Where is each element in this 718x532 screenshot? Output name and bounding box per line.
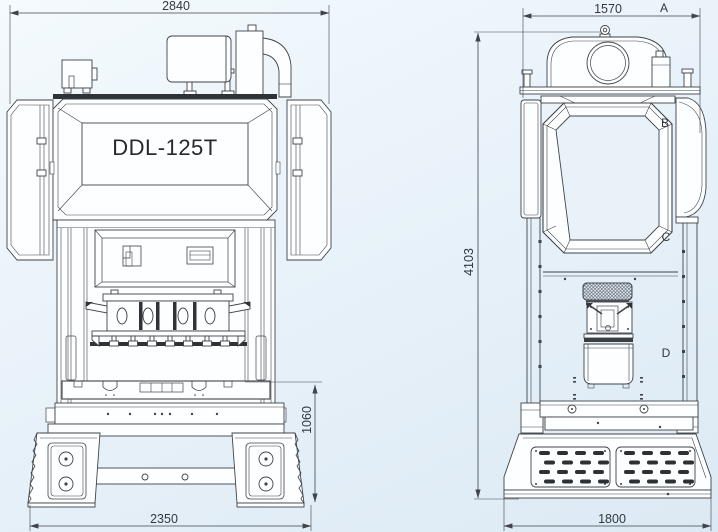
front-foot-left [27, 432, 101, 508]
die-clamps [109, 335, 230, 347]
side-frame [542, 102, 673, 254]
vent-panel-right [615, 446, 696, 488]
dim-1060-label: 1060 [300, 406, 314, 434]
front-main-motor [166, 24, 292, 98]
vent-slots [539, 451, 694, 484]
front-pod-right [286, 99, 332, 261]
side-front-column [520, 99, 544, 434]
front-columns [56, 219, 276, 405]
front-foot-right [231, 432, 305, 508]
flywheel [586, 41, 630, 85]
front-junction-box [61, 59, 98, 94]
front-dim-table-height: 1060 [245, 381, 322, 503]
front-bed [45, 402, 287, 485]
front-slide [85, 289, 251, 347]
dim-1570-label: 1570 [594, 2, 622, 16]
front-dim-bottom-width: 2350 [29, 505, 312, 531]
eyebolt [600, 25, 610, 35]
side-dim-bottom-width: 1800 [503, 498, 712, 531]
dim-1800-label: 1800 [598, 512, 626, 526]
adjust-knurl [582, 282, 633, 301]
callout-b: B [661, 116, 669, 130]
model-plate-label: DDL-125T [112, 135, 217, 160]
callout-d: D [662, 346, 671, 360]
front-bolster [61, 380, 271, 400]
side-base [503, 433, 712, 499]
callout-c: C [662, 230, 671, 244]
dim-2840-label: 2840 [162, 0, 190, 13]
side-dim-total-height: 4103 [462, 31, 601, 500]
side-belt-guard [519, 25, 701, 104]
callout-letters: A B C D [660, 1, 671, 360]
side-rear-cover [675, 97, 707, 434]
front-dim-top-width: 2840 [9, 0, 330, 104]
dim-4103-label: 4103 [462, 248, 476, 276]
side-bed [539, 400, 699, 431]
slide-block [583, 343, 634, 385]
dim-2350-label: 2350 [150, 512, 178, 526]
side-dim-top-width: 1570 [522, 2, 701, 133]
front-pod-left [6, 99, 54, 261]
front-crown: DDL-125T [49, 94, 281, 221]
side-ram-assembly [543, 271, 678, 400]
side-box [651, 56, 671, 89]
duct-elbow [262, 37, 292, 98]
callout-a: A [660, 1, 668, 15]
front-view: DDL-125T [6, 0, 332, 531]
display-box [186, 246, 214, 265]
vent-panel-left [530, 446, 611, 488]
side-view: 1570 4103 1800 A B C D [462, 1, 712, 531]
